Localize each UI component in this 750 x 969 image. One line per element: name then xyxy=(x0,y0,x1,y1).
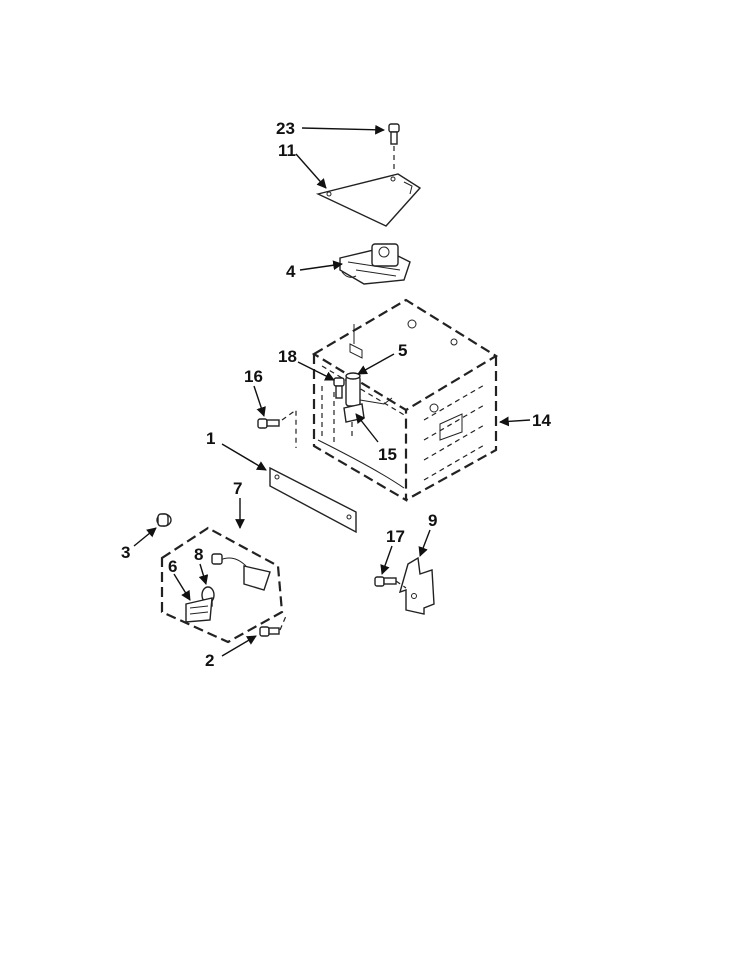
leader-2 xyxy=(221,635,257,657)
callout-18: 18 xyxy=(278,347,297,366)
callout-11: 11 xyxy=(278,141,296,160)
leader-5 xyxy=(357,353,395,375)
leader-9 xyxy=(418,529,431,557)
part-9-bracket xyxy=(398,556,435,615)
part-3-knob xyxy=(156,513,172,527)
leader-8 xyxy=(198,563,209,585)
callout-15: 15 xyxy=(378,445,397,464)
callout-23: 23 xyxy=(276,119,295,138)
callout-6: 6 xyxy=(168,557,177,576)
part-17-screw xyxy=(374,576,407,589)
leader-14 xyxy=(499,416,531,427)
leader-17 xyxy=(380,545,393,575)
leader-18 xyxy=(297,361,335,381)
leader-6 xyxy=(173,573,191,601)
leader-4 xyxy=(299,260,343,271)
part-7-kit-group xyxy=(160,526,284,644)
part-1-plate xyxy=(269,466,357,534)
part-23-screw xyxy=(388,123,400,172)
callout-1: 1 xyxy=(206,429,215,448)
callout-17: 17 xyxy=(386,527,405,546)
leader-3 xyxy=(133,527,157,547)
part-5-cylinder xyxy=(345,372,393,407)
callout-5: 5 xyxy=(398,341,407,360)
part-11-cover-plate xyxy=(315,173,422,227)
leader-11 xyxy=(295,153,327,189)
callout-14: 14 xyxy=(532,411,551,430)
part-2-screw xyxy=(259,615,287,637)
leader-16 xyxy=(253,385,266,417)
leader-23 xyxy=(301,124,385,135)
part-4-motor-assembly xyxy=(339,243,411,285)
part-18-pin xyxy=(333,377,345,399)
callout-8: 8 xyxy=(194,545,203,564)
part-16-screw xyxy=(257,408,297,448)
callout-16: 16 xyxy=(244,367,263,386)
callout-4: 4 xyxy=(286,262,296,281)
callout-9: 9 xyxy=(428,511,437,530)
part-14-oven-cavity xyxy=(311,298,499,502)
callout-3: 3 xyxy=(121,543,130,562)
callout-7: 7 xyxy=(233,479,242,498)
leader-15 xyxy=(355,413,379,443)
callout-2: 2 xyxy=(205,651,214,670)
leader-1 xyxy=(221,443,267,471)
